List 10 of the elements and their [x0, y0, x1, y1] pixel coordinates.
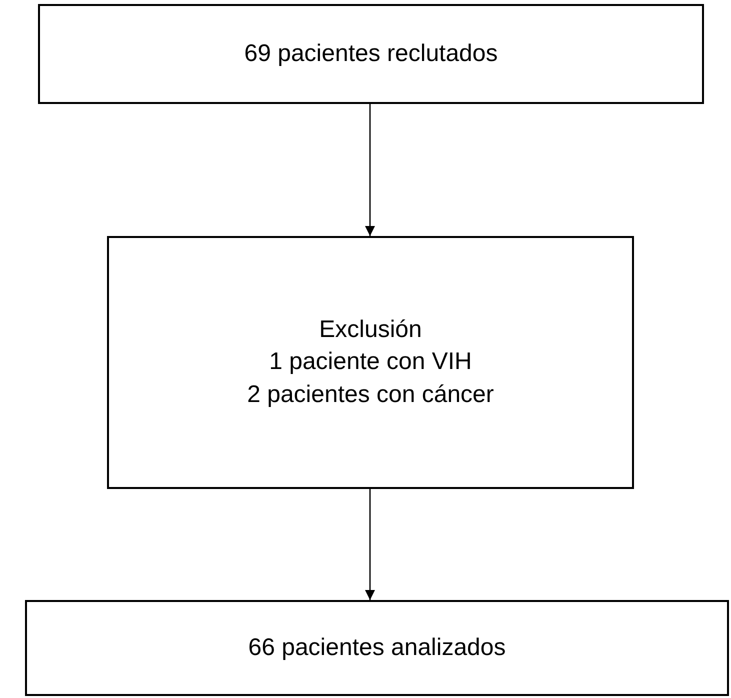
arrow: [365, 489, 375, 600]
box-text: 69 pacientes reclutados: [244, 38, 498, 69]
box-text: 2 pacientes con cáncer: [247, 380, 494, 410]
box-text: 1 paciente con VIH: [269, 347, 472, 378]
box-text: 66 pacientes analizados: [248, 632, 506, 663]
process-box: [25, 600, 729, 696]
process-box: [38, 4, 704, 104]
arrow: [365, 104, 375, 236]
box-text: Exclusión: [319, 314, 422, 345]
process-box: [107, 236, 634, 489]
